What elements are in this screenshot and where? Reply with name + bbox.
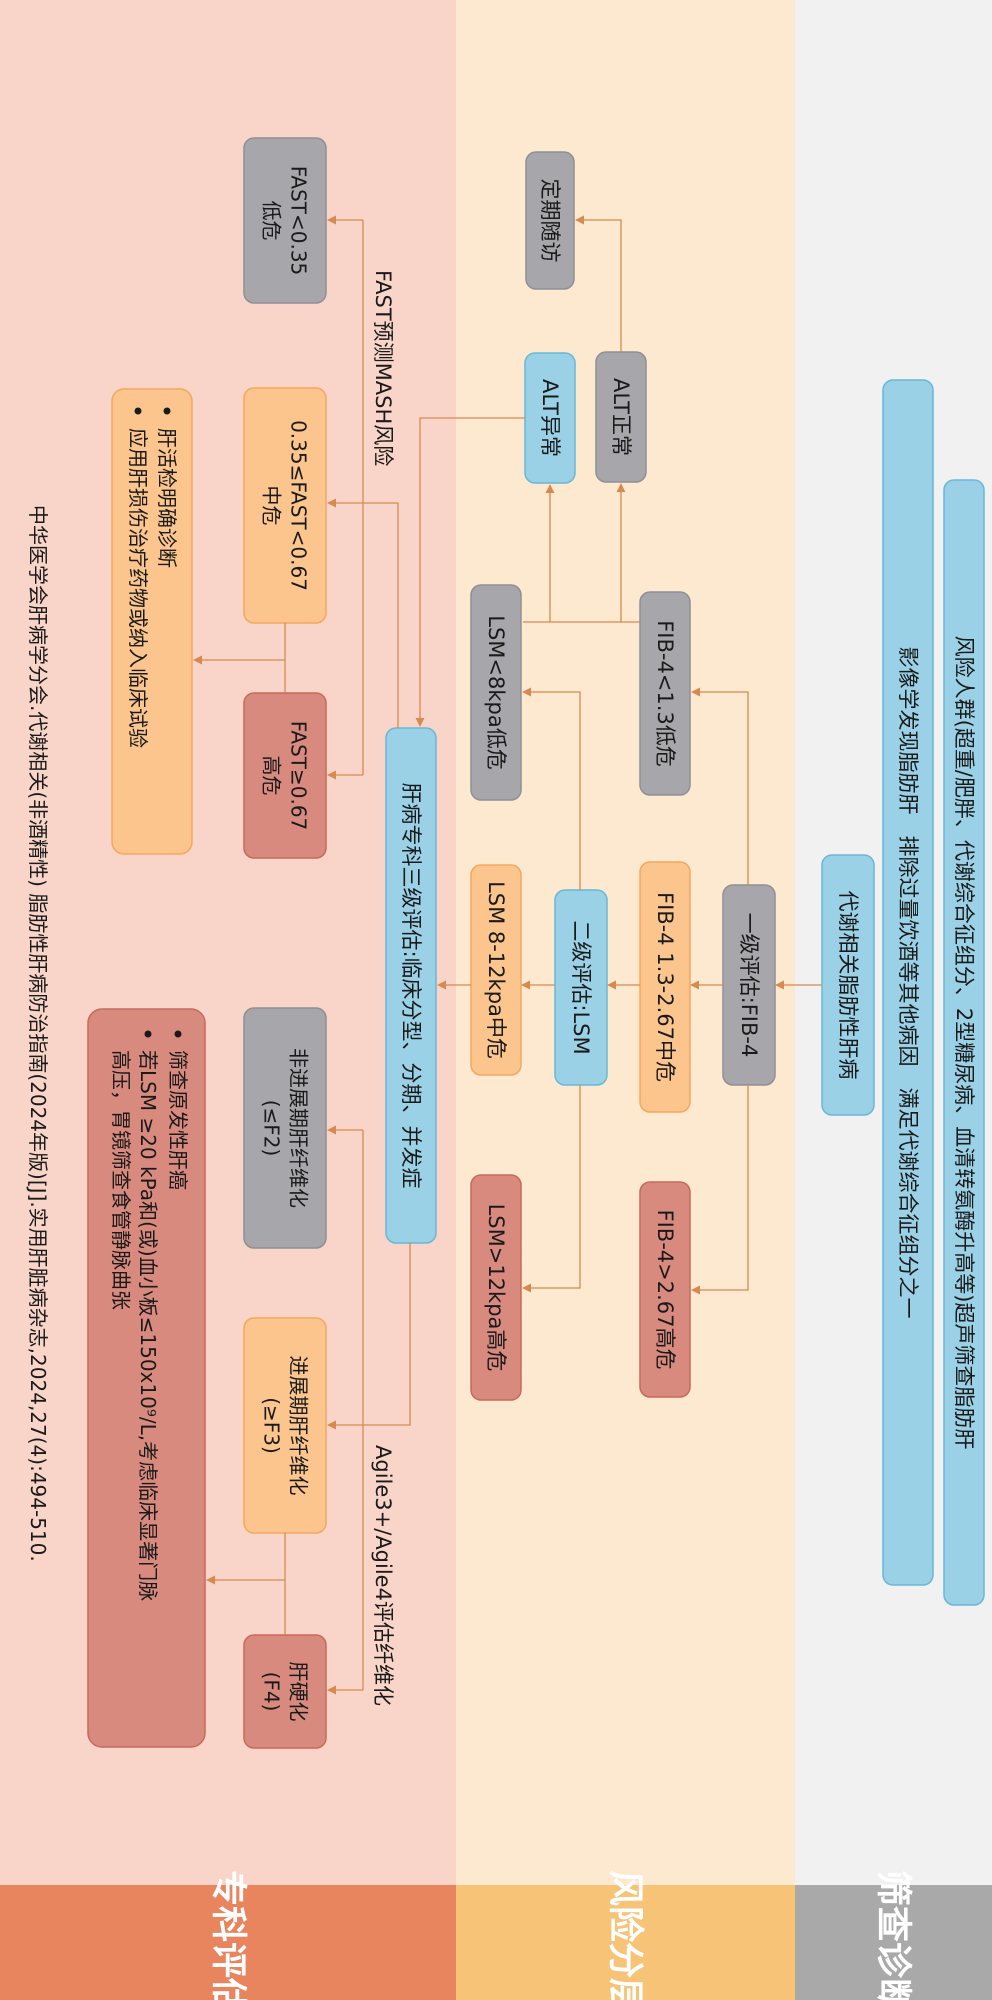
band-label-screening: 筛查诊断 [873, 1870, 914, 2000]
lsm-mid-box-label: LSM 8-12kpa中危 [484, 881, 508, 1059]
cirrhosis-box-label-0: 肝硬化 [287, 1662, 311, 1722]
fast-high-box [243, 692, 327, 859]
arrow-fib4-to-low [691, 687, 749, 885]
diagnosis-box-label: 代谢相关脂肪性肝病 [836, 891, 860, 1080]
fast-mid-box-label-0: 0.35≤FAST<0.67 [287, 420, 311, 591]
fib-nonadv-box [243, 1007, 327, 1249]
lsm-high-box [470, 1174, 522, 1401]
fib4-high-box [639, 1181, 691, 1398]
alt-abnormal-box-label: ALT异常 [538, 379, 562, 457]
fast-high-box-label-1: 高危 [260, 756, 284, 796]
fast-mid-box-label-1: 中危 [260, 486, 284, 526]
alt-normal-box-label: ALT正常 [609, 378, 633, 456]
lsm-step-box-label: 二级评估:LSM [569, 920, 593, 1054]
bullet-dot [144, 1030, 152, 1038]
footer-risk [456, 1885, 795, 2000]
arrow-fib4-to-high [691, 1085, 749, 1295]
arrow-alt-abnormal-to-third [415, 417, 525, 727]
fib-adv-box-label-0: 进展期肝纤维化 [287, 1356, 311, 1496]
agile-section-label: Agile3+/Agile4评估纤维化 [371, 1445, 395, 1706]
band-specialist [0, 0, 456, 1885]
fib-nonadv-box-label-0: 非进展期肝纤维化 [287, 1048, 311, 1208]
fib-action-1: 若LSM ≥20 kPa和(或)血小板≤150x10⁹/L,考虑临床显著门脉高压… [109, 1050, 160, 1601]
fib-nonadv-box-label-1: (≤F2) [260, 1100, 284, 1157]
risk-population-box [943, 479, 985, 1606]
followup-box-label: 定期随访 [538, 179, 562, 263]
fib-adv-box [243, 1317, 327, 1534]
fib4-low-box-label: FIB-4<1.3低危 [653, 620, 677, 767]
arrow-alt-normal-to-followup [575, 215, 622, 352]
bullet-dot [174, 1030, 182, 1038]
arrow-lsm-to-low [522, 687, 581, 890]
arrow-lsm-to-high [522, 1085, 581, 1293]
citation-text: 中华医学会肝病学分会.代谢相关(非酒精性) 脂肪性肝病防治指南(2024年版)[… [26, 505, 50, 1562]
fast-actions-box [111, 388, 193, 855]
fib4-mid-box-label: FIB-4 1.3-2.67中危 [653, 892, 677, 1082]
fib-actions-box [87, 1008, 206, 1748]
lsm-low-box [470, 584, 522, 801]
lsm-high-box-label: LSM>12kpa高危 [484, 1204, 508, 1372]
fast-action-0: 肝活检明确诊断 [155, 428, 179, 568]
fast-section-label: FAST预测MASH风险 [371, 270, 395, 466]
fib-adv-box-label-1: (≥F3) [260, 1397, 284, 1454]
lsm-low-box-label: LSM<8kpa低危 [484, 615, 508, 769]
fib-action-0: 筛查原发性肝癌 [166, 1050, 190, 1190]
fast-low-box-label-1: 低危 [260, 201, 284, 241]
lsm-mid-box [470, 864, 522, 1076]
fib4-mid-box [639, 861, 691, 1113]
connector-third-to-fib [363, 1243, 411, 1426]
third-step-box-label: 肝病专科三级评估:临床分型、分期、并发症 [399, 782, 423, 1188]
band-label-specialist: 专科评估 [208, 1870, 249, 2000]
risk-population-box-label: 风险人群(超重/肥胖、代谢综合征组分、2型糖尿病、血清转氨酶升高等)超声筛查脂肪… [952, 636, 976, 1450]
screening-criteria-box [882, 379, 934, 1586]
fast-low-box-label-0: FAST<0.35 [287, 166, 311, 276]
cirrhosis-box [243, 1634, 327, 1749]
cirrhosis-box-label-1: (F4) [260, 1672, 284, 1712]
fib4-high-box-label: FIB-4>2.67高危 [653, 1210, 677, 1370]
lsm-step-box [554, 889, 608, 1086]
third-step-box [385, 727, 437, 1244]
footer-screening [795, 1885, 992, 2000]
screening-criteria-box-label: 影像学发现脂肪肝 排除过量饮酒等其他病因 满足代谢综合征组分之一 [896, 647, 920, 1319]
connector-third-to-fast [363, 502, 399, 728]
fast-high-box-label-0: FAST≥0.67 [287, 721, 311, 831]
followup-box [525, 151, 575, 290]
fast-mid-box [243, 387, 327, 624]
bullet-dot [163, 407, 171, 415]
fib4-low-box [639, 591, 691, 796]
fast-low-box [243, 137, 327, 304]
fib4-step-box-label: 一级评估:FIB-4 [737, 913, 761, 1058]
fast-action-1: 应用肝损伤治疗药物或纳入临床试验 [126, 428, 150, 748]
bullet-dot [134, 407, 142, 415]
band-label-risk: 风险分层 [605, 1870, 646, 2000]
footer-specialist [0, 1885, 456, 2000]
